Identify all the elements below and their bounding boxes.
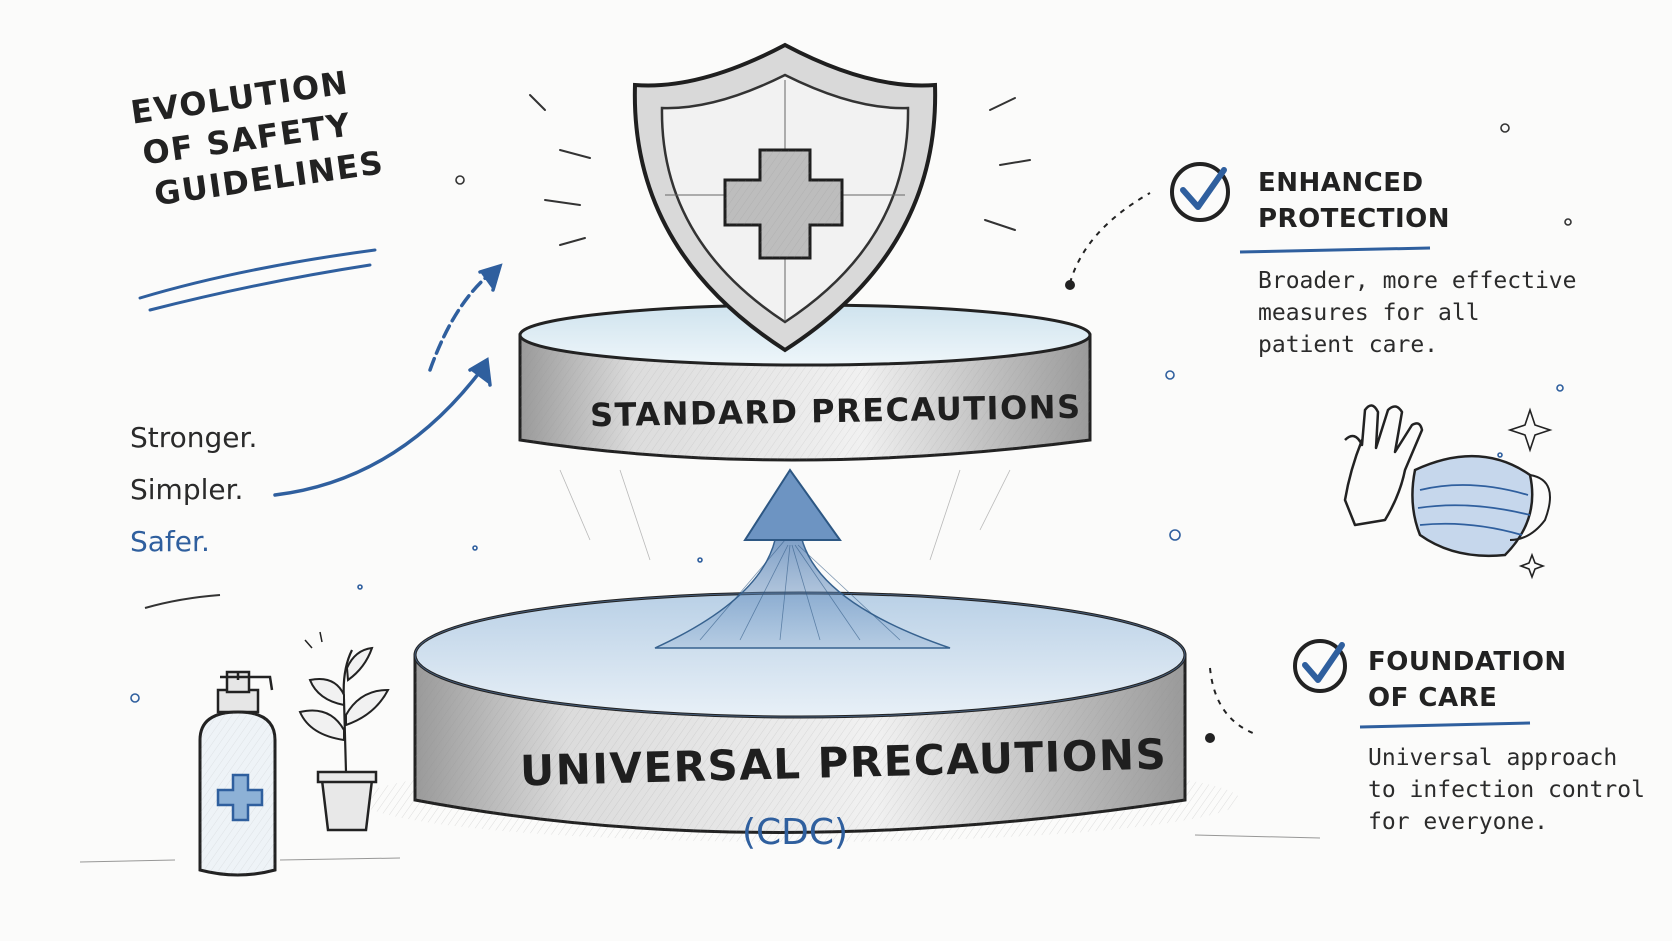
check-circle-icon — [1170, 162, 1230, 222]
connector-dot-top — [1065, 280, 1075, 290]
motto: Stronger. Simpler. Safer. — [130, 412, 257, 568]
callout-bottom-body-3: for everyone. — [1368, 809, 1549, 835]
callout-bottom-heading-2: OF CARE — [1368, 683, 1498, 713]
callout-bottom-body-1: Universal approach — [1368, 745, 1618, 771]
connector-dot-bottom — [1205, 733, 1215, 743]
potted-plant-icon — [298, 631, 390, 832]
sparkle-decorations — [130, 123, 1572, 703]
callout-bottom-body: Universal approach to infection control … — [1368, 742, 1645, 838]
check-circle-icon — [1293, 639, 1347, 693]
callout-top-body: Broader, more effective measures for all… — [1258, 265, 1577, 361]
shield-cross-icon — [529, 42, 1031, 353]
motto-underline — [144, 594, 221, 609]
connector-lines — [1069, 192, 1259, 736]
motto-safer: Safer. — [130, 525, 210, 558]
callout-enhanced-protection: ENHANCED PROTECTION — [1258, 165, 1450, 237]
upward-beam — [654, 468, 951, 649]
cdc-label: (CDC) — [742, 812, 849, 853]
motto-simpler: Simpler. — [130, 473, 244, 506]
hand-sanitizer-icon — [198, 670, 277, 877]
title-underline — [138, 248, 377, 312]
callout-top-body-2: measures for all — [1258, 300, 1480, 326]
callout-top-body-1: Broader, more effective — [1258, 268, 1577, 294]
callout-bottom-body-2: to infection control — [1368, 777, 1645, 803]
curved-arrows — [273, 263, 503, 497]
callout-top-heading-2: PROTECTION — [1258, 204, 1451, 234]
callout-top-body-3: patient care. — [1258, 332, 1439, 358]
top-platform-shadow-lines — [559, 469, 1011, 561]
callout-foundation-of-care: FOUNDATION OF CARE — [1368, 644, 1567, 716]
motto-stronger: Stronger. — [130, 421, 258, 454]
bottom-platform — [413, 591, 1187, 834]
callout-top-heading-1: ENHANCED — [1258, 168, 1424, 198]
callout-bottom-heading-1: FOUNDATION — [1368, 647, 1567, 677]
glove-icon — [1343, 404, 1424, 527]
face-mask-icon — [1411, 455, 1551, 558]
ground-scribbles — [79, 834, 1321, 863]
heading-underline-top — [1239, 246, 1431, 254]
heading-underline-bottom — [1359, 721, 1531, 729]
